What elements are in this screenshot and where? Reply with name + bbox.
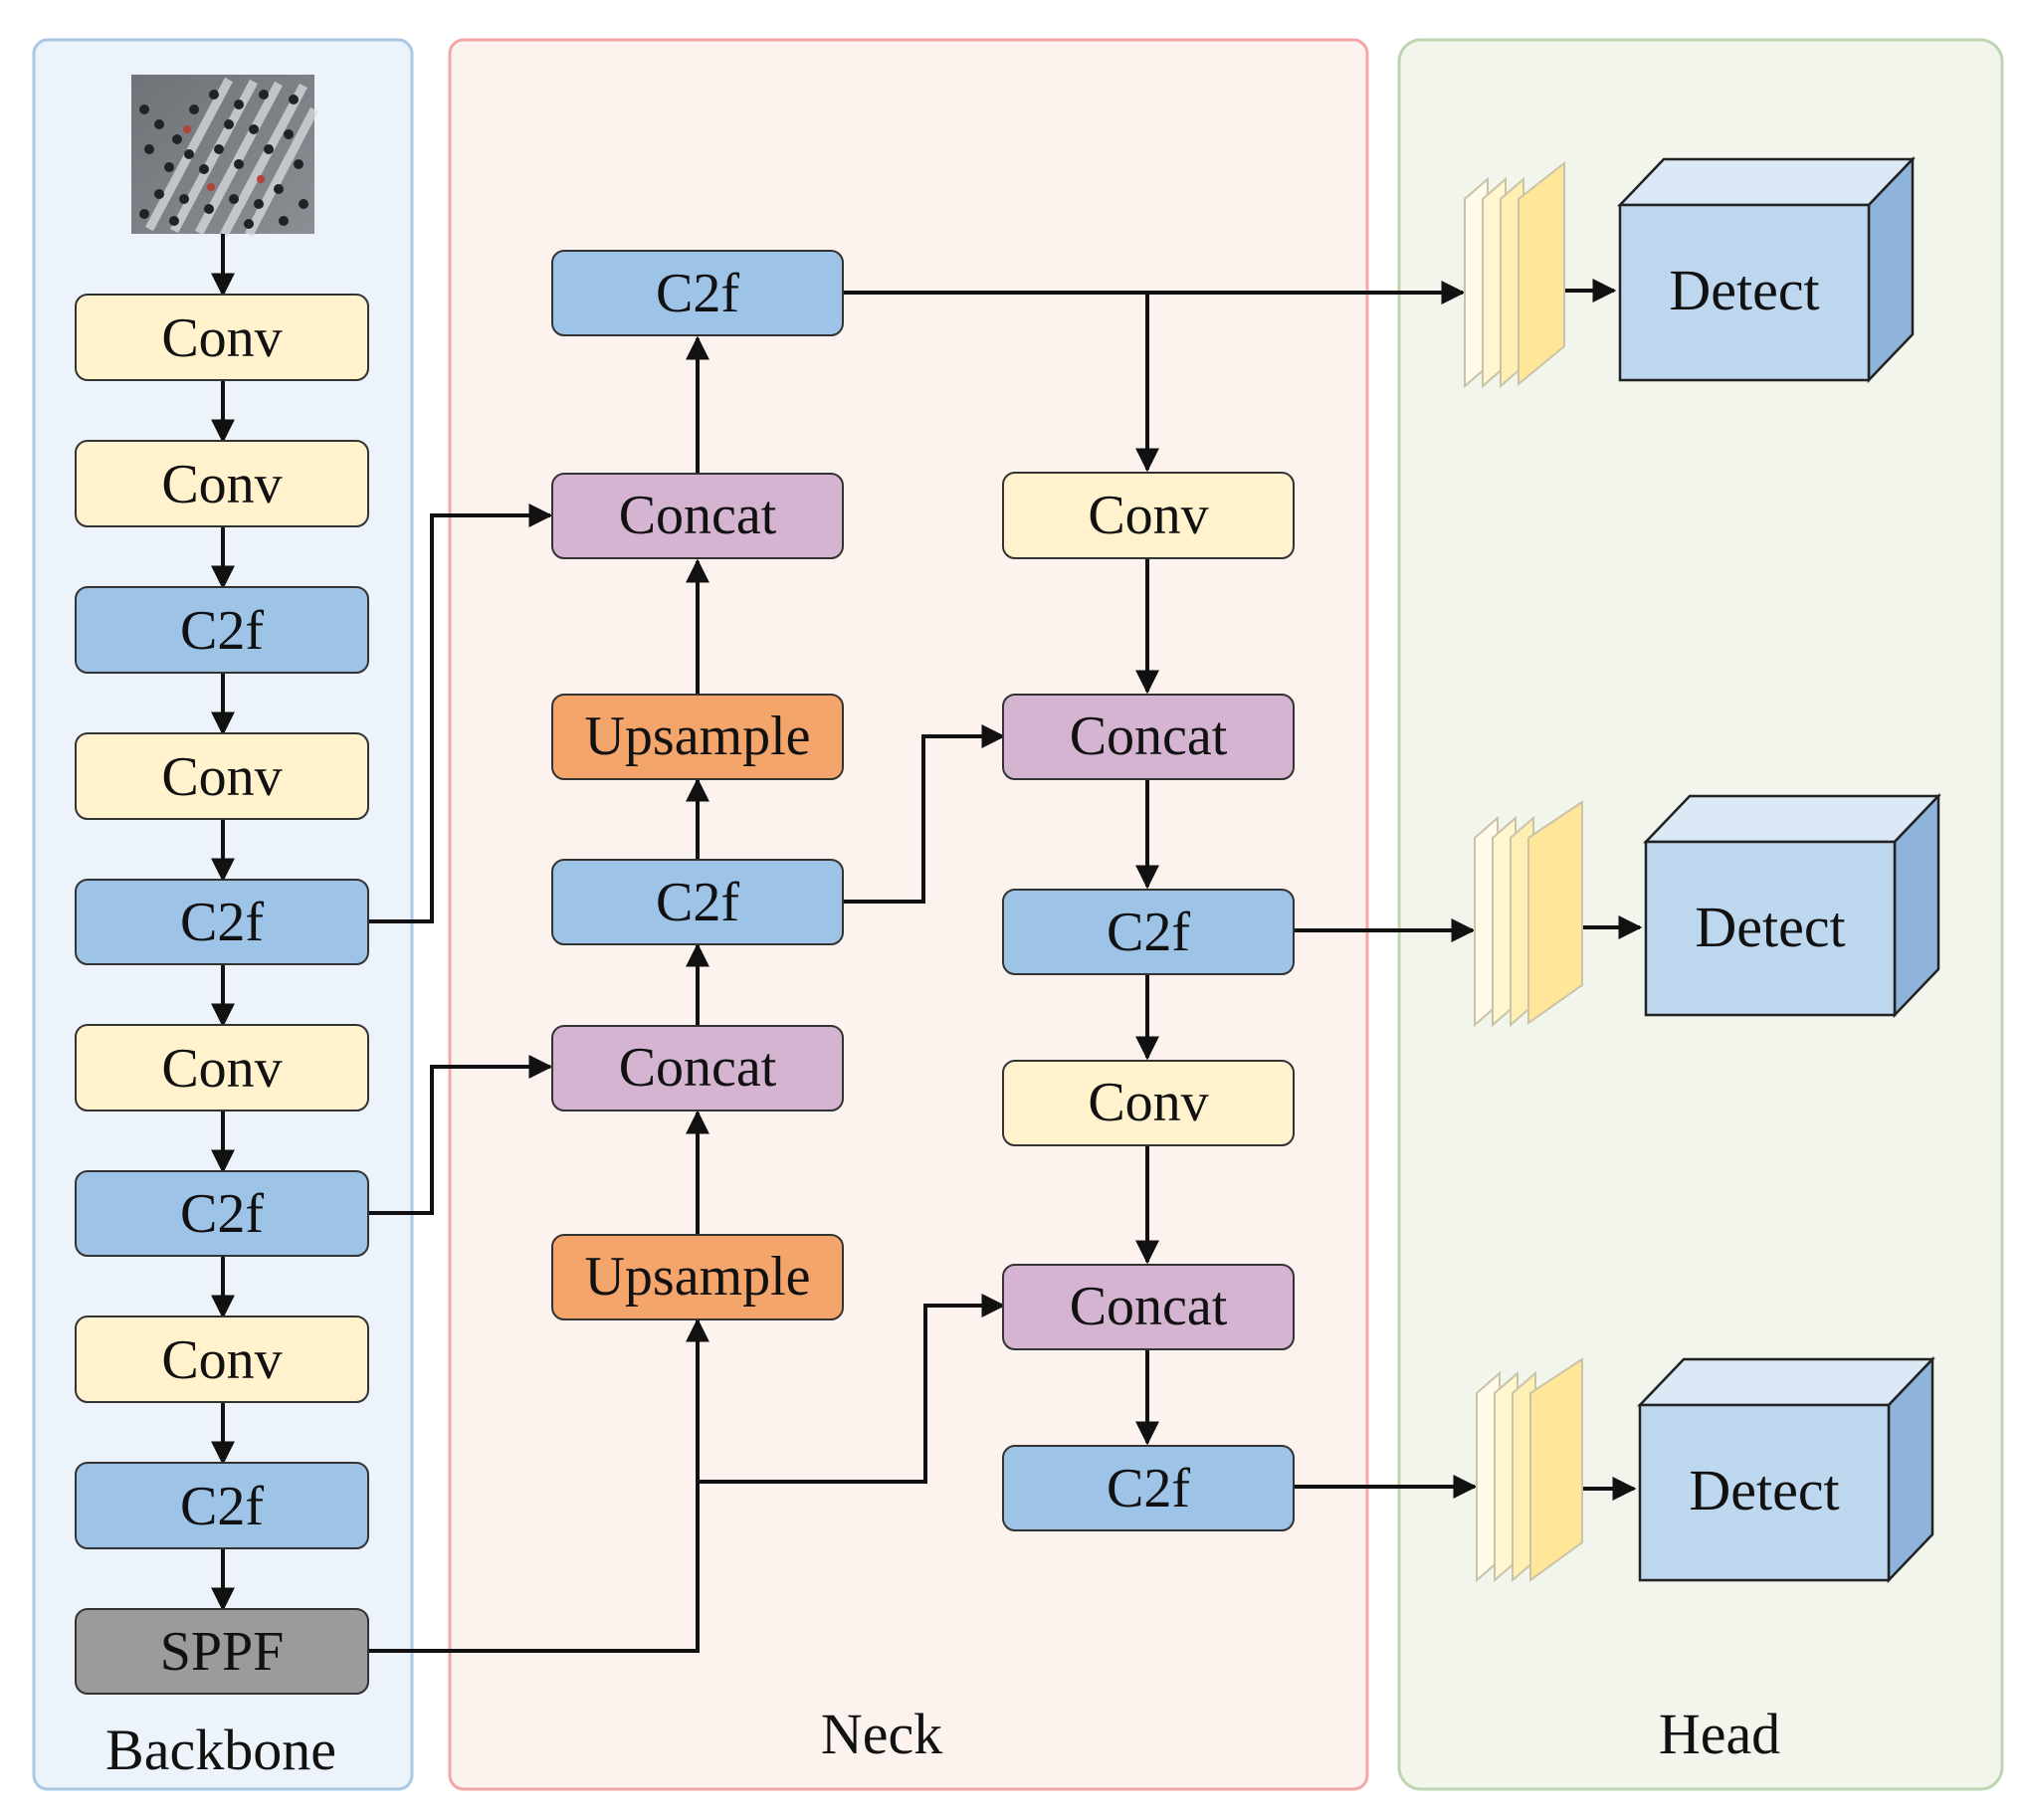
- feature-map-stack-1: [1464, 160, 1565, 389]
- backbone-c2f-1-label: C2f: [180, 600, 264, 662]
- neck-c2f-right-2: C2f: [1002, 1445, 1295, 1531]
- backbone-sppf: SPPF: [75, 1608, 369, 1695]
- backbone-conv-2-label: Conv: [161, 454, 282, 515]
- backbone-conv-1-label: Conv: [161, 307, 282, 369]
- backbone-sppf-label: SPPF: [160, 1621, 285, 1683]
- neck-c2f-mid-label: C2f: [656, 872, 739, 933]
- edges: [211, 234, 1643, 1653]
- neck-concat-3-label: Concat: [1070, 706, 1228, 767]
- input-image: [131, 75, 318, 238]
- feature-map-stack-2: [1474, 800, 1583, 1028]
- neck-c2f-top-label: C2f: [656, 263, 739, 324]
- neck-concat-1-label: Concat: [619, 485, 777, 546]
- neck-c2f-mid: C2f: [551, 859, 844, 945]
- neck-right-nodes: Conv Concat C2f Conv Concat C2f: [1002, 472, 1295, 1531]
- feature-map-stack-3: [1476, 1357, 1583, 1583]
- detect-box-1: [1617, 155, 1916, 384]
- backbone-nodes: Conv Conv C2f Conv C2f Conv C2f Conv: [75, 294, 369, 1695]
- detect-label-1: Detect: [1669, 258, 1819, 322]
- detect-box-3: [1637, 1355, 1935, 1584]
- neck-concat-2: Concat: [551, 1025, 844, 1112]
- detect-box-2: [1643, 792, 1941, 1019]
- backbone-conv-3-label: Conv: [161, 746, 282, 808]
- backbone-c2f-4-label: C2f: [180, 1476, 264, 1537]
- neck-upsample-2: Upsample: [551, 1234, 844, 1320]
- neck-c2f-right-2-label: C2f: [1107, 1458, 1190, 1519]
- head-branch-3: Detect: [1476, 1355, 1935, 1584]
- neck-left-nodes: C2f Concat Upsample C2f Concat Upsample: [551, 250, 844, 1320]
- neck-concat-2-label: Concat: [619, 1037, 777, 1099]
- neck-label: Neck: [821, 1702, 942, 1766]
- neck-conv-1-label: Conv: [1088, 485, 1208, 546]
- backbone-conv-3: Conv: [75, 732, 369, 820]
- backbone-conv-2: Conv: [75, 440, 369, 527]
- neck-c2f-top: C2f: [551, 250, 844, 336]
- neck-concat-3: Concat: [1002, 694, 1295, 780]
- backbone-c2f-1: C2f: [75, 586, 369, 674]
- backbone-conv-5: Conv: [75, 1315, 369, 1403]
- neck-concat-1: Concat: [551, 473, 844, 559]
- head-label: Head: [1659, 1702, 1780, 1766]
- backbone-conv-4: Conv: [75, 1024, 369, 1112]
- backbone-c2f-2: C2f: [75, 879, 369, 965]
- backbone-conv-5-label: Conv: [161, 1329, 282, 1391]
- neck-upsample-2-label: Upsample: [584, 1246, 810, 1308]
- neck-upsample-1-label: Upsample: [584, 706, 810, 767]
- backbone-c2f-3: C2f: [75, 1170, 369, 1257]
- neck-concat-4-label: Concat: [1070, 1276, 1228, 1337]
- neck-conv-2: Conv: [1002, 1060, 1295, 1146]
- backbone-c2f-3-label: C2f: [180, 1183, 264, 1245]
- backbone-label: Backbone: [105, 1718, 336, 1782]
- detect-label-3: Detect: [1689, 1458, 1839, 1522]
- neck-c2f-right-1: C2f: [1002, 889, 1295, 975]
- backbone-conv-1: Conv: [75, 294, 369, 381]
- backbone-conv-4-label: Conv: [161, 1038, 282, 1100]
- detect-label-2: Detect: [1695, 895, 1845, 959]
- neck-c2f-right-1-label: C2f: [1107, 902, 1190, 963]
- head-branch-2: Detect: [1474, 792, 1941, 1028]
- neck-concat-4: Concat: [1002, 1264, 1295, 1350]
- backbone-c2f-2-label: C2f: [180, 892, 264, 953]
- neck-conv-1: Conv: [1002, 472, 1295, 559]
- backbone-c2f-4: C2f: [75, 1462, 369, 1549]
- neck-conv-2-label: Conv: [1088, 1072, 1208, 1133]
- neck-upsample-1: Upsample: [551, 694, 844, 780]
- head-branch-1: Detect: [1464, 155, 1916, 389]
